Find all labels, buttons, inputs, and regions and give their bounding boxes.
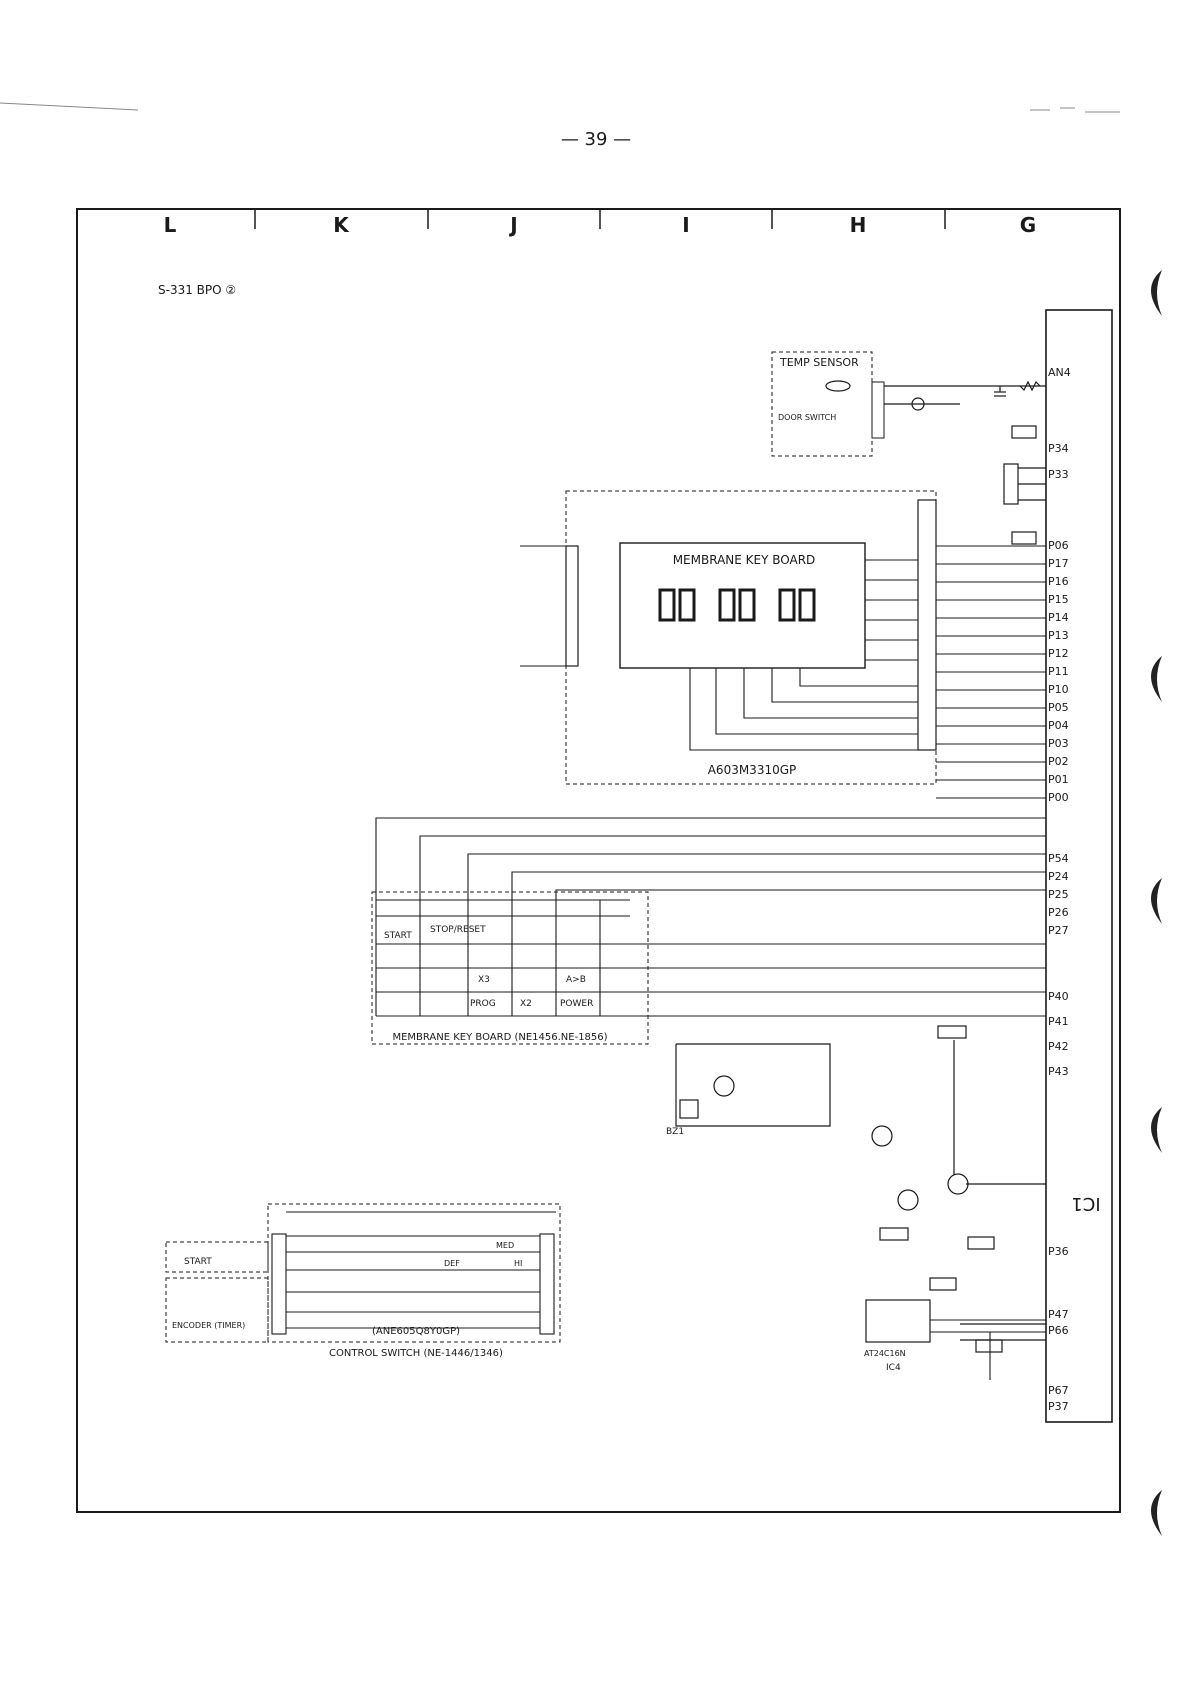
display-part-number: A603M3310GP [708,763,797,777]
pin-p02: P02 [1048,755,1069,768]
page-number: — 39 — [561,129,631,150]
pin-p00: P00 [1048,791,1069,804]
driver-circuit [675,1025,1046,1353]
q7-transistor [947,1173,969,1195]
grid-letter-j: J [508,213,517,237]
control-switch-part: (ANE605Q8Y0GP) [372,1326,460,1337]
grid-letter-h: H [850,213,867,237]
pin-p34: P34 [1048,442,1069,455]
pin-p66: P66 [1048,1324,1069,1337]
ic1-label: IC1 [1071,1193,1100,1214]
cn4-connector [871,381,885,439]
key-x3: X3 [478,975,490,985]
grid-letters: G H I J K L [164,213,1037,237]
start-encoder-block: START ENCODER (TIMER) [165,1241,269,1343]
pin-p41: P41 [1048,1015,1069,1028]
binding-marks [1151,270,1162,1536]
key-x2: X2 [520,999,532,1009]
cn9-connector [1003,463,1019,505]
door-switch-label: DOOR SWITCH [778,413,836,422]
pin-p06: P06 [1048,539,1069,552]
grid-letter-g: G [1020,213,1036,237]
grid-letter-l: L [164,213,177,237]
pin-p27: P27 [1048,924,1069,937]
q10-transistor [897,1189,919,1211]
switch-med: MED [496,1241,514,1250]
key-power: POWER [560,999,593,1009]
pin-p03: P03 [1048,737,1069,750]
pin-p10: P10 [1048,683,1069,696]
key-stop-reset: STOP/RESET [430,925,486,935]
start-dashed-box [165,1241,269,1273]
encoder-label: ENCODER (TIMER) [172,1321,245,1330]
ic4-part-number: AT24C16N [864,1349,906,1358]
ic4-label: IC4 [886,1363,901,1373]
ic1-block [1045,309,1113,1423]
pin-p04: P04 [1048,719,1069,732]
pin-p67: P67 [1048,1384,1069,1397]
seven-segment-digits [658,588,816,622]
grid-dividers [254,209,946,229]
pin-p25: P25 [1048,888,1069,901]
key-matrix-block: MEMBRANE KEY BOARD (NE1456.NE-1856) [371,817,1046,1045]
pin-an4: AN4 [1048,366,1071,379]
control-switch-block: CONTROL SWITCH (NE-1446/1346) (ANE605Q8Y… [267,1203,561,1359]
eeprom-block: IC4 AT24C16N [864,1299,1046,1380]
pin-p40: P40 [1048,990,1069,1003]
pin-p01: P01 [1048,773,1069,786]
ic4-chip [865,1299,931,1343]
pin-p13: P13 [1048,629,1069,642]
pin-p14: P14 [1048,611,1069,624]
start-label: START [184,1257,212,1267]
cn8-connector-right [917,499,937,751]
switch-def: DEF [444,1259,460,1268]
pin-p36: P36 [1048,1245,1069,1258]
membrane-key-board-label-keys: MEMBRANE KEY BOARD (NE1456.NE-1856) [392,1032,607,1043]
control-switch-label: CONTROL SWITCH (NE-1446/1346) [329,1348,503,1359]
pin-p33: P33 [1048,468,1069,481]
schematic-frame [76,208,1121,1513]
pin-p47: P47 [1048,1308,1069,1321]
pin-p16: P16 [1048,575,1069,588]
key-start: START [384,931,412,941]
grid-letter-i: I [682,213,689,237]
pin-p15: P15 [1048,593,1069,606]
pin-p54: P54 [1048,852,1069,865]
grid-letter-k: K [333,213,350,237]
key-prog: PROG [470,999,496,1009]
q9-transistor [713,1075,735,1097]
control-switch-dashed-box [267,1203,561,1343]
pin-p37: P37 [1048,1400,1069,1413]
membrane-key-board-label-top: MEMBRANE KEY BOARD [673,553,816,567]
temp-sensor-label: TEMP SENSOR [779,356,859,369]
ic1-pin-labels: AN4 P34 P33 P06 P17 P16 P15 P14 P13 P12 … [1048,366,1071,1413]
buzzer [679,1099,699,1119]
temp-sensor-dashed-box [771,351,873,457]
display-panel [619,542,866,669]
cn8-connector-left [565,545,579,667]
cn9-block [1003,425,1046,545]
buzzer-label: BZ1 [666,1127,684,1137]
encoder-dashed-box [165,1277,269,1343]
corner-reference: S-331 BPO ② [158,283,236,297]
scan-artifacts [0,102,1120,113]
pin-p42: P42 [1048,1040,1069,1053]
pin-p17: P17 [1048,557,1069,570]
pin-p05: P05 [1048,701,1069,714]
display-block: MEMBRANE KEY BOARD A603M3310GP [520,490,1046,799]
pin-p24: P24 [1048,870,1069,883]
key-a-b: A>B [566,975,586,985]
pin-p43: P43 [1048,1065,1069,1078]
pin-p11: P11 [1048,665,1069,678]
display-dashed-box [565,490,937,785]
switch-hi: HI [514,1259,522,1268]
pin-p12: P12 [1048,647,1069,660]
pin-p26: P26 [1048,906,1069,919]
q8-transistor [871,1125,893,1147]
temp-sensor-block: TEMP SENSOR DOOR SWITCH [771,351,1046,457]
